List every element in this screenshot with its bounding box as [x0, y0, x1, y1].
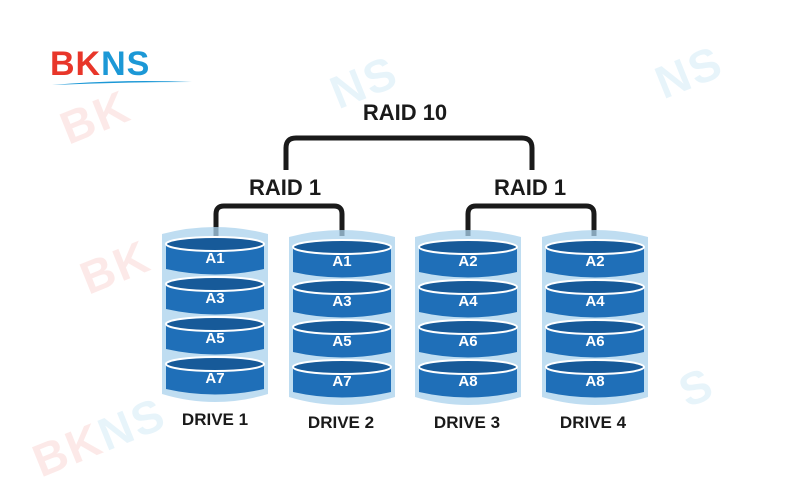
- disk-block-top: [418, 239, 518, 255]
- raid10-bracket: [283, 135, 535, 170]
- block-label: A5: [205, 330, 225, 347]
- disk-block: [166, 364, 264, 395]
- disk-block: [166, 284, 264, 315]
- disk-block: [546, 367, 644, 398]
- block-label: A7: [205, 370, 225, 387]
- disk-block-top: [545, 359, 645, 375]
- disk-block-top: [165, 236, 265, 252]
- disk-block-top: [545, 319, 645, 335]
- disk-block: [419, 287, 517, 318]
- disk-block-top: [418, 319, 518, 335]
- block-label: A8: [458, 373, 478, 390]
- raid10-title: RAID 10: [362, 100, 448, 125]
- disk-block-top: [292, 319, 392, 335]
- block-label: A2: [458, 253, 478, 270]
- raid1-right-title: RAID 1: [493, 175, 567, 200]
- block-label: A4: [458, 293, 478, 310]
- disk-block: [546, 287, 644, 318]
- raid1-left-bracket: [213, 203, 345, 236]
- disk-block: [546, 327, 644, 358]
- disk-block: [166, 244, 264, 275]
- brand-logo: BKNS: [50, 47, 150, 81]
- raid1-right-bracket: [465, 203, 597, 236]
- block-label: A6: [585, 333, 605, 350]
- block-label: A4: [585, 293, 605, 310]
- disk-block: [293, 327, 391, 358]
- disk-block-top: [292, 239, 392, 255]
- disk-block: [293, 367, 391, 398]
- block-label: A1: [332, 253, 352, 270]
- disk-block: [293, 247, 391, 278]
- disk-block: [419, 367, 517, 398]
- disk-block-top: [292, 359, 392, 375]
- block-label: A8: [585, 373, 605, 390]
- disk-block-top: [165, 316, 265, 332]
- block-label: A6: [458, 333, 478, 350]
- disk-block: [546, 247, 644, 278]
- block-label: A1: [205, 250, 225, 267]
- disk-block-top: [545, 239, 645, 255]
- block-label: A2: [585, 253, 605, 270]
- drive-label: DRIVE 2: [307, 413, 375, 432]
- disk-block-top: [292, 279, 392, 295]
- disk-block-top: [418, 359, 518, 375]
- logo-text-bk: BK: [50, 45, 102, 83]
- block-label: A3: [332, 293, 352, 310]
- drive-label: DRIVE 3: [433, 413, 501, 432]
- raid1-left-title: RAID 1: [248, 175, 322, 200]
- disk-block: [419, 327, 517, 358]
- disk-block: [166, 324, 264, 355]
- block-label: A3: [205, 290, 225, 307]
- block-label: A7: [332, 373, 352, 390]
- disk-block: [419, 247, 517, 278]
- block-label: A5: [332, 333, 352, 350]
- disk-block-top: [418, 279, 518, 295]
- disk-block: [293, 287, 391, 318]
- disk-block-top: [545, 279, 645, 295]
- drive-label: DRIVE 4: [559, 413, 627, 432]
- drive-label: DRIVE 1: [181, 410, 249, 429]
- logo-text-ns: NS: [101, 45, 151, 83]
- logo-swoosh-icon: [52, 81, 192, 85]
- disk-block-top: [165, 356, 265, 372]
- disk-block-top: [165, 276, 265, 292]
